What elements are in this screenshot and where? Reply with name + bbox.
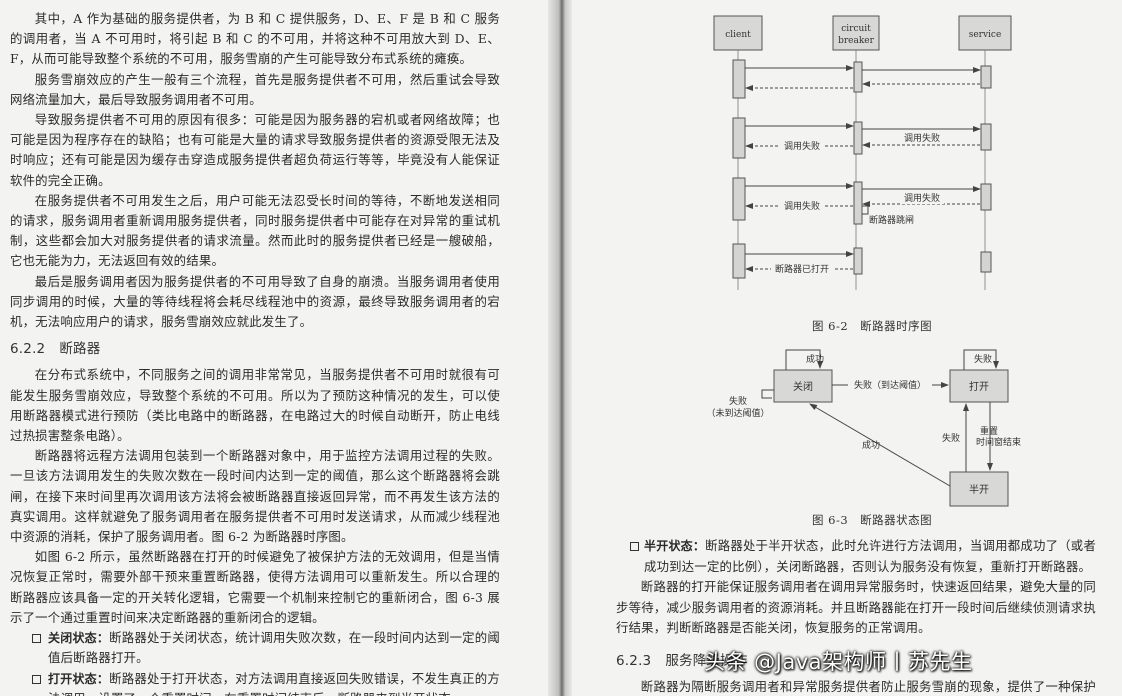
section-title: 服务降级操作 [665,652,748,669]
breaker-trip-label: 断路器跳闸 [869,214,914,226]
state-open-label: 打开 [969,380,989,393]
paragraph: 断路器将远程方法调用包装到一个断路器对象中，用于监控方法调用过程的失败。一旦该方… [10,448,500,545]
call-fail-label: 调用失败 [904,192,940,204]
bullet-text: 断路器处于关闭状态，统计调用失败次数，在一段时间内达到一定的阈值后断路器打开。 [48,630,500,666]
half-success-label: 成功 [862,439,880,451]
state-half-open-box [949,471,1009,507]
right-text-block: 半开状态：断路器处于半开状态，此时允许进行方法调用，当调用都成功了（或者成功到达… [616,536,1096,696]
section-number: 6.2.2 [10,341,46,358]
breaker-label-2: breaker [838,36,875,46]
paragraph: 断路器为隔断服务调用者和异常服务提供者防止服务雪崩的现象，提供了一种保护措 [640,679,1096,694]
bullet-text: 断路器处于打开状态，对方法调用直接返回失败错误，不发生真正的方法调用。设置了一个… [48,670,500,696]
paragraph: 在分布式系统中，不同服务之间的调用非常常见，当服务提供者不可用时就很有可能发生服… [10,367,500,444]
bullet-half-open-state: 半开状态：断路器处于半开状态，此时允许进行方法调用，当调用都成功了（或者成功到达… [616,536,1096,577]
state-open-box [949,369,1009,403]
call-fail-label: 调用失败 [784,200,820,212]
call-fail-label: 调用失败 [784,140,820,152]
watermark: 头条 @Java架构师丨苏先生 [704,650,973,674]
checkbox-bullet-icon [32,634,41,644]
service-label: service [969,30,1002,40]
paragraph: 如图 6-2 所示，虽然断路器在打开的时候避免了被保护方法的无效调用，但是当情况… [10,549,500,625]
paragraph: 服务雪崩效应的产生一般有三个流程，首先是服务提供者不可用，然后重试会导致网络流量… [10,71,500,107]
section-heading: 6.2.2 断路器 [10,339,500,359]
paragraph: 导致服务提供者不可用的原因有很多：可能是因为服务器的宕机或者网络故障；也可能是因… [10,112,500,188]
client-box [713,15,763,51]
figure-caption-6-3: 图 6-3 断路器状态图 [812,513,933,527]
book-gutter [548,0,572,696]
state-closed-box [773,369,833,403]
checkbox-bullet-icon [630,542,639,551]
bullet-label: 打开状态： [48,671,110,686]
fail-not-threshold-label-1: 失败 [729,395,747,407]
state-closed-label: 关闭 [793,380,813,393]
figure-caption-6-2: 图 6-2 断路器时序图 [812,319,933,333]
call-fail-label: 调用失败 [904,132,940,144]
breaker-box [832,15,880,51]
bullet-text: 断路器处于半开状态，此时允许进行方法调用，当调用都成功了（或者成功到达一定的比例… [644,538,1096,574]
bullet-label: 关闭状态： [48,631,110,646]
left-page: 其中，A 作为基础的服务提供者，为 B 和 C 提供服务，D、E、F 是 B 和… [0,0,548,696]
checkbox-bullet-icon [32,674,41,684]
half-fail-label: 失败 [942,432,960,444]
section-number: 6.2.3 [616,652,652,669]
breaker-open-label: 断路器已打开 [775,263,829,275]
fail-loop-label: 失败 [974,353,992,365]
paragraph: 断路器的打开能保证服务调用者在调用异常服务时，快速返回结果，避免大量的同步等待，… [616,579,1096,635]
client-label: client [725,30,751,40]
fail-threshold-label: 失败（到达阈值） [854,379,926,391]
left-text-block: 其中，A 作为基础的服务提供者，为 B 和 C 提供服务，D、E、F 是 B 和… [10,9,500,696]
breaker-label-1: circuit [841,24,871,34]
fail-not-threshold-label-2: （未到达阈值） [706,407,769,419]
section-title: 断路器 [59,341,101,358]
state-diagram: 关闭 打开 半开 成功 失败 失败（到达阈值） 失败 （未到达阈值） 重置 时间… [706,349,1021,507]
bullet-closed-state: 关闭状态：断路器处于关闭状态，统计调用失败次数，在一段时间内达到一定的阈值后断路… [10,628,500,668]
reset-label-2: 时间窗结束 [976,436,1021,448]
sequence-diagram: client circuit breaker service 调用失败 调用失败 [713,15,1012,290]
bullet-open-state: 打开状态：断路器处于打开状态，对方法调用直接返回失败错误，不发生真正的方法调用。… [10,669,500,696]
paragraph: 在服务提供者不可用发生之后，用户可能无法忍受长时间的等待，不断地发送相同的请求，… [10,192,500,269]
section-heading: 6.2.3 服务降级操作 [616,651,1096,672]
state-half-open-label: 半开 [969,483,989,496]
paragraph: 其中，A 作为基础的服务提供者，为 B 和 C 提供服务，D、E、F 是 B 和… [10,11,500,67]
reset-label-1: 重置 [980,425,998,437]
paragraph: 最后是服务调用者因为服务提供者的不可用导致了自身的崩溃。当服务调用者使用同步调用… [10,273,500,330]
right-page: client circuit breaker service 调用失败 调用失败 [572,0,1122,696]
success-loop-label: 成功 [806,353,824,365]
bullet-label: 半开状态： [644,539,706,553]
